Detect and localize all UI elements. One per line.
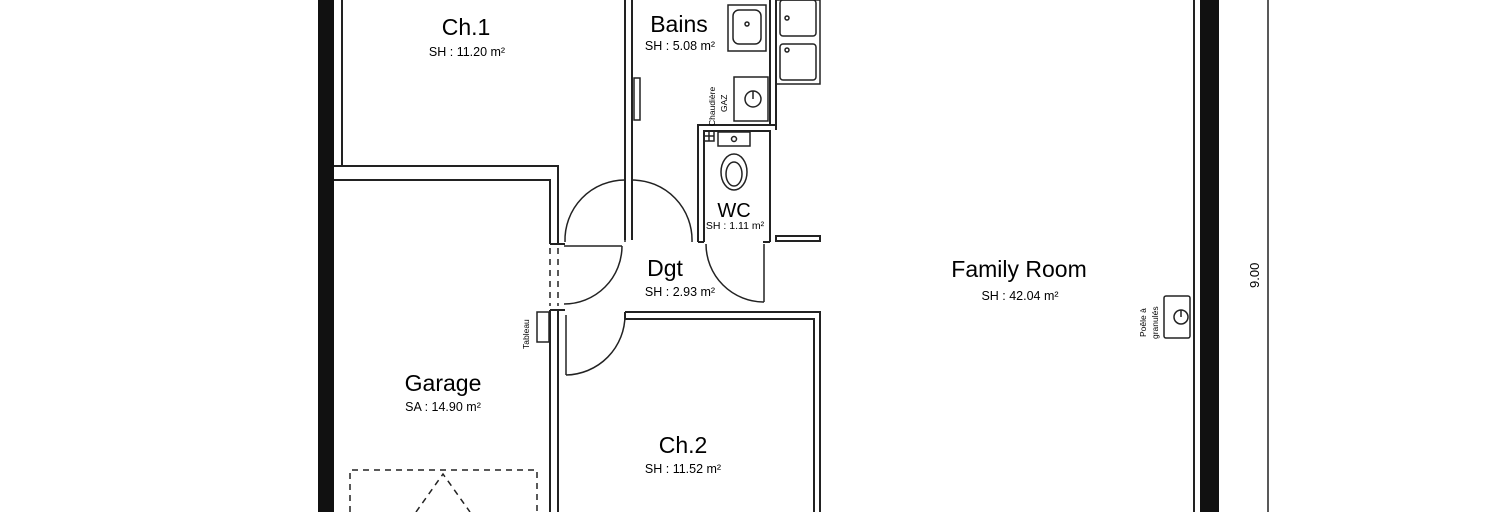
room-name-garage: Garage [405,370,482,396]
room-name-ch2: Ch.2 [659,432,708,458]
stove-label-line2: granulés [1150,306,1160,339]
wc-door-arc [705,243,765,303]
pellet-stove [1163,295,1191,339]
kitchen-sink [775,0,821,85]
room-name-wc: WC [717,200,750,222]
sliding-door-rail [633,77,641,121]
boiler [733,76,769,122]
dimension-label: 9.00 [1247,263,1262,288]
bathroom-sink [727,4,767,52]
room-area-bains: SH : 5.08 m² [645,39,715,53]
room-area-garage: SA : 14.90 m² [405,400,481,414]
stove-label-line1: Poêle à [1138,308,1148,337]
room-name-ch1: Ch.1 [442,14,491,40]
bains-door-arc [564,179,626,243]
ch2-door-arc [565,314,626,376]
toilet [703,130,751,191]
room-area-wc: SH : 1.11 m² [706,220,765,232]
room-area-ch1: SH : 11.20 m² [429,45,505,59]
bains-door-arc-2 [631,179,693,243]
garage-door-arc [563,245,623,305]
electrical-panel [536,311,550,343]
room-area-dgt: SH : 2.93 m² [645,285,715,299]
doors [563,179,765,376]
boiler-label-line2: GAZ [719,95,729,112]
room-area-family-room: SH : 42.04 m² [981,289,1058,303]
left-exterior-wall [318,0,334,512]
interior-walls [334,0,821,512]
tableau-label: Tableau [521,319,531,349]
boiler-label-line1: Chaudière [707,87,717,126]
room-area-ch2: SH : 11.52 m² [645,462,721,476]
room-name-dgt: Dgt [647,255,683,281]
garage-opening [549,248,559,306]
garage-door-swing [349,469,538,512]
right-exterior-wall [1200,0,1219,512]
room-name-family-room: Family Room [951,256,1086,282]
room-name-bains: Bains [650,11,708,37]
